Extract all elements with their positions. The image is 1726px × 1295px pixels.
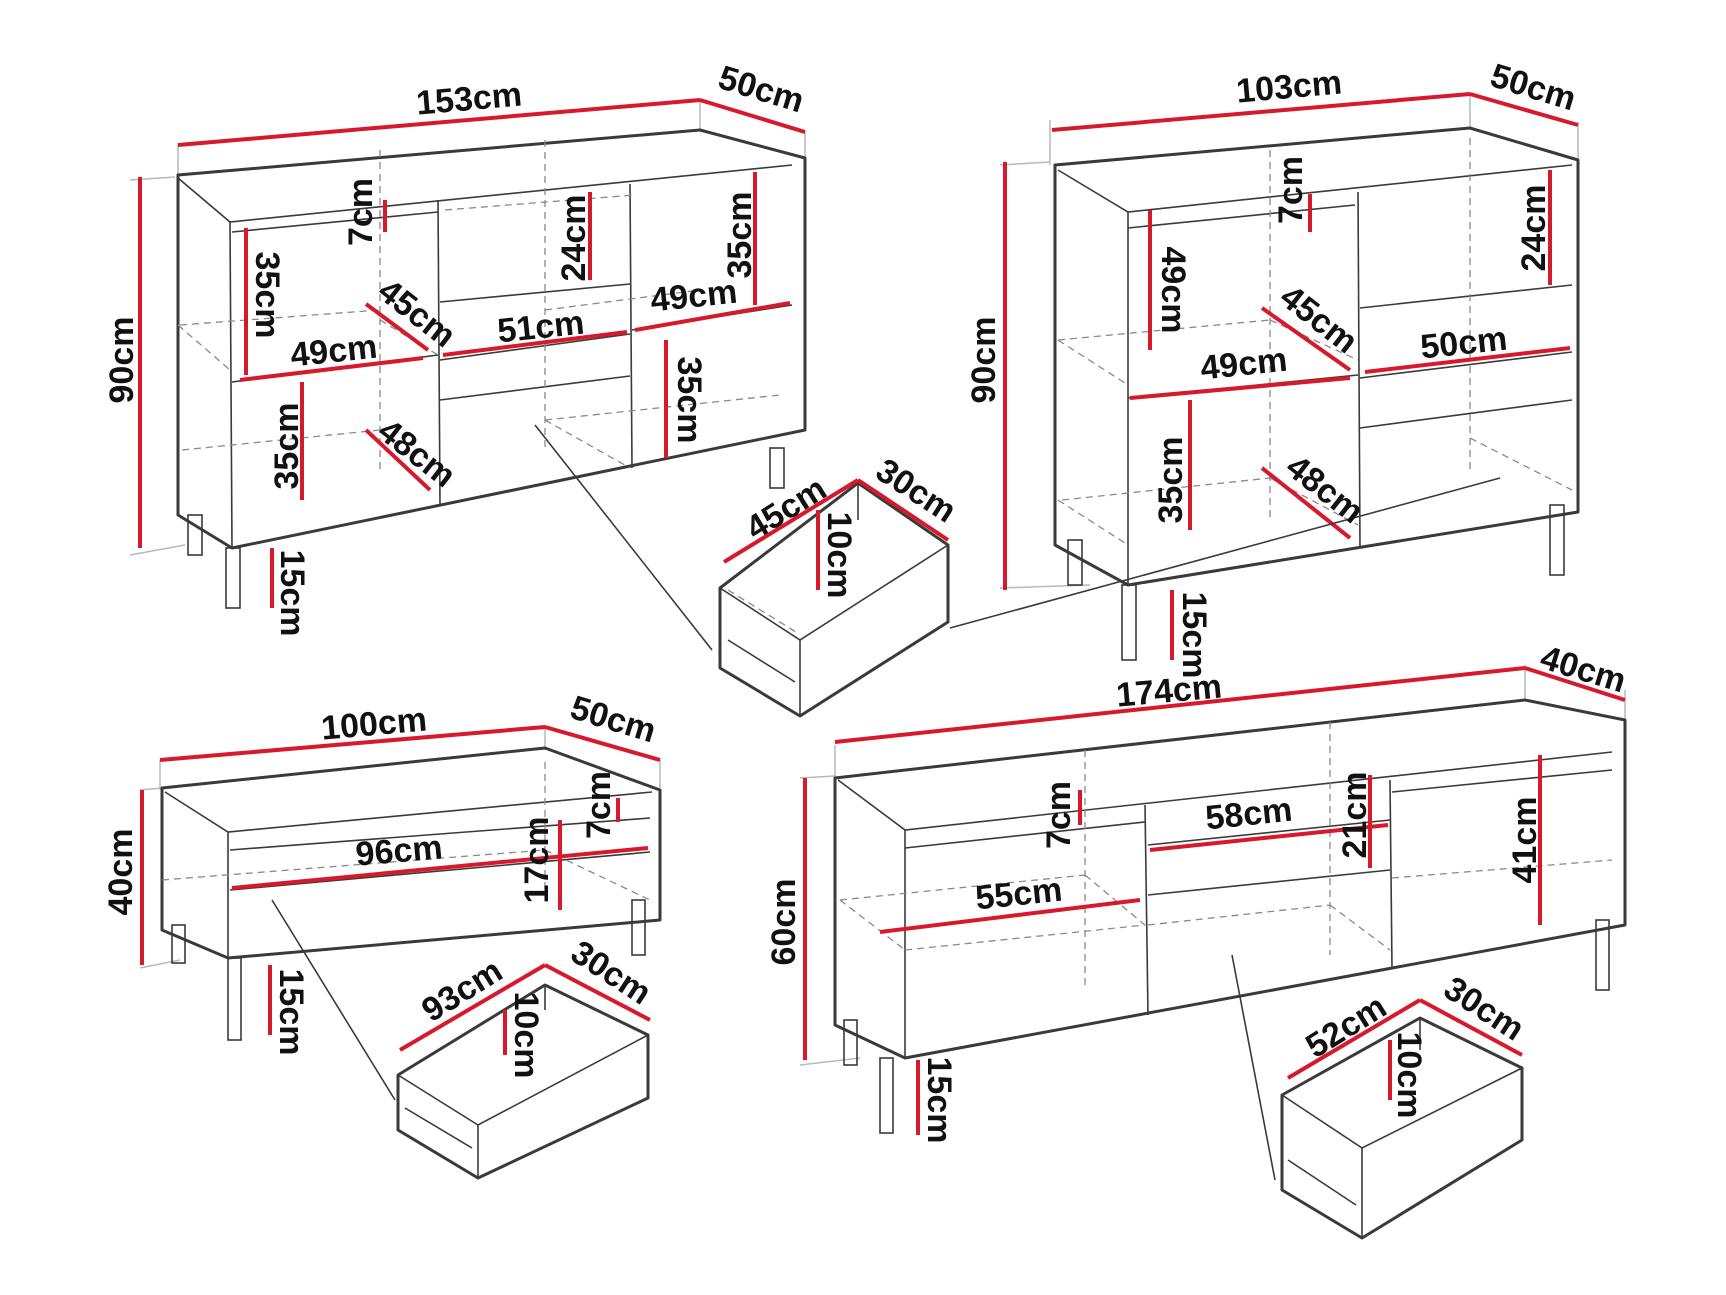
label-height: 40cm <box>102 829 140 916</box>
label-lower-left-height: 35cm <box>268 403 306 490</box>
label-left-width: 55cm <box>974 871 1064 918</box>
label-depth: 40cm <box>1536 639 1630 701</box>
label-inner-width: 96cm <box>354 828 444 873</box>
label-right-lower-height: 35cm <box>670 357 708 444</box>
cabinet-153: 153cm 50cm 90cm 15cm 7cm 35cm 49cm 45cm … <box>103 59 808 651</box>
label-left-upper-height: 49cm <box>1154 247 1192 334</box>
label-middle-drawer-height: 24cm <box>555 195 593 282</box>
label-middle-width: 58cm <box>1204 791 1294 838</box>
label-left-lower-height: 35cm <box>1152 437 1190 524</box>
cabinet-103: 103cm 50cm 90cm 15cm 7cm 49cm 49cm 45cm … <box>949 57 1580 679</box>
label-depth: 50cm <box>714 59 808 121</box>
label-drawer-width: 52cm <box>1299 988 1393 1066</box>
label-depth: 50cm <box>566 689 660 751</box>
label-right-drawer-height: 24cm <box>1515 185 1553 272</box>
label-left-shelf-width: 49cm <box>1199 341 1289 388</box>
drawer-93: 93cm 30cm 10cm <box>396 933 658 1180</box>
label-leg: 15cm <box>273 550 311 637</box>
label-right-height: 41cm <box>1506 797 1544 884</box>
label-middle-width: 51cm <box>496 304 586 351</box>
label-height: 90cm <box>103 317 141 404</box>
label-left-inner-height: 35cm <box>248 252 286 339</box>
drawer-45: 45cm 30cm 10cm <box>718 451 963 718</box>
label-drawer-height: 10cm <box>507 992 545 1079</box>
label-lower-left-depth: 48cm <box>371 412 463 495</box>
label-width: 100cm <box>320 701 429 748</box>
label-leg: 15cm <box>920 1057 958 1144</box>
label-left-top-gap: 7cm <box>1040 781 1078 849</box>
label-leg: 15cm <box>272 969 310 1056</box>
label-right-width: 49cm <box>649 273 739 320</box>
label-drawer-height: 10cm <box>820 512 858 599</box>
label-drawer-height: 10cm <box>1390 1032 1428 1119</box>
label-drawer-height: 17cm <box>518 817 556 904</box>
label-upper-left-shelf: 7cm <box>342 178 380 246</box>
label-width: 174cm <box>1115 668 1224 715</box>
label-right-upper-height: 35cm <box>721 192 759 279</box>
label-top-gap: 7cm <box>580 771 618 839</box>
label-upper-shelf: 7cm <box>1272 156 1310 224</box>
label-width: 153cm <box>415 76 524 123</box>
label-right-drawer-width: 50cm <box>1419 320 1509 367</box>
label-middle-drawer-height: 21cm <box>1336 772 1374 859</box>
label-leg: 15cm <box>1175 592 1213 679</box>
drawer-52: 52cm 30cm 10cm <box>1280 969 1531 1240</box>
label-height: 90cm <box>965 317 1003 404</box>
label-depth: 50cm <box>1486 57 1580 119</box>
label-drawer-width: 93cm <box>415 952 509 1030</box>
label-height: 60cm <box>765 879 803 966</box>
label-left-shelf-width: 49cm <box>289 328 379 375</box>
tv-unit-174: 174cm 40cm 60cm 15cm 7cm 55cm 58cm 21cm … <box>765 639 1630 1181</box>
label-width: 103cm <box>1235 64 1344 111</box>
bench-100: 100cm 50cm 40cm 15cm 96cm 17cm 7cm <box>102 689 662 1101</box>
